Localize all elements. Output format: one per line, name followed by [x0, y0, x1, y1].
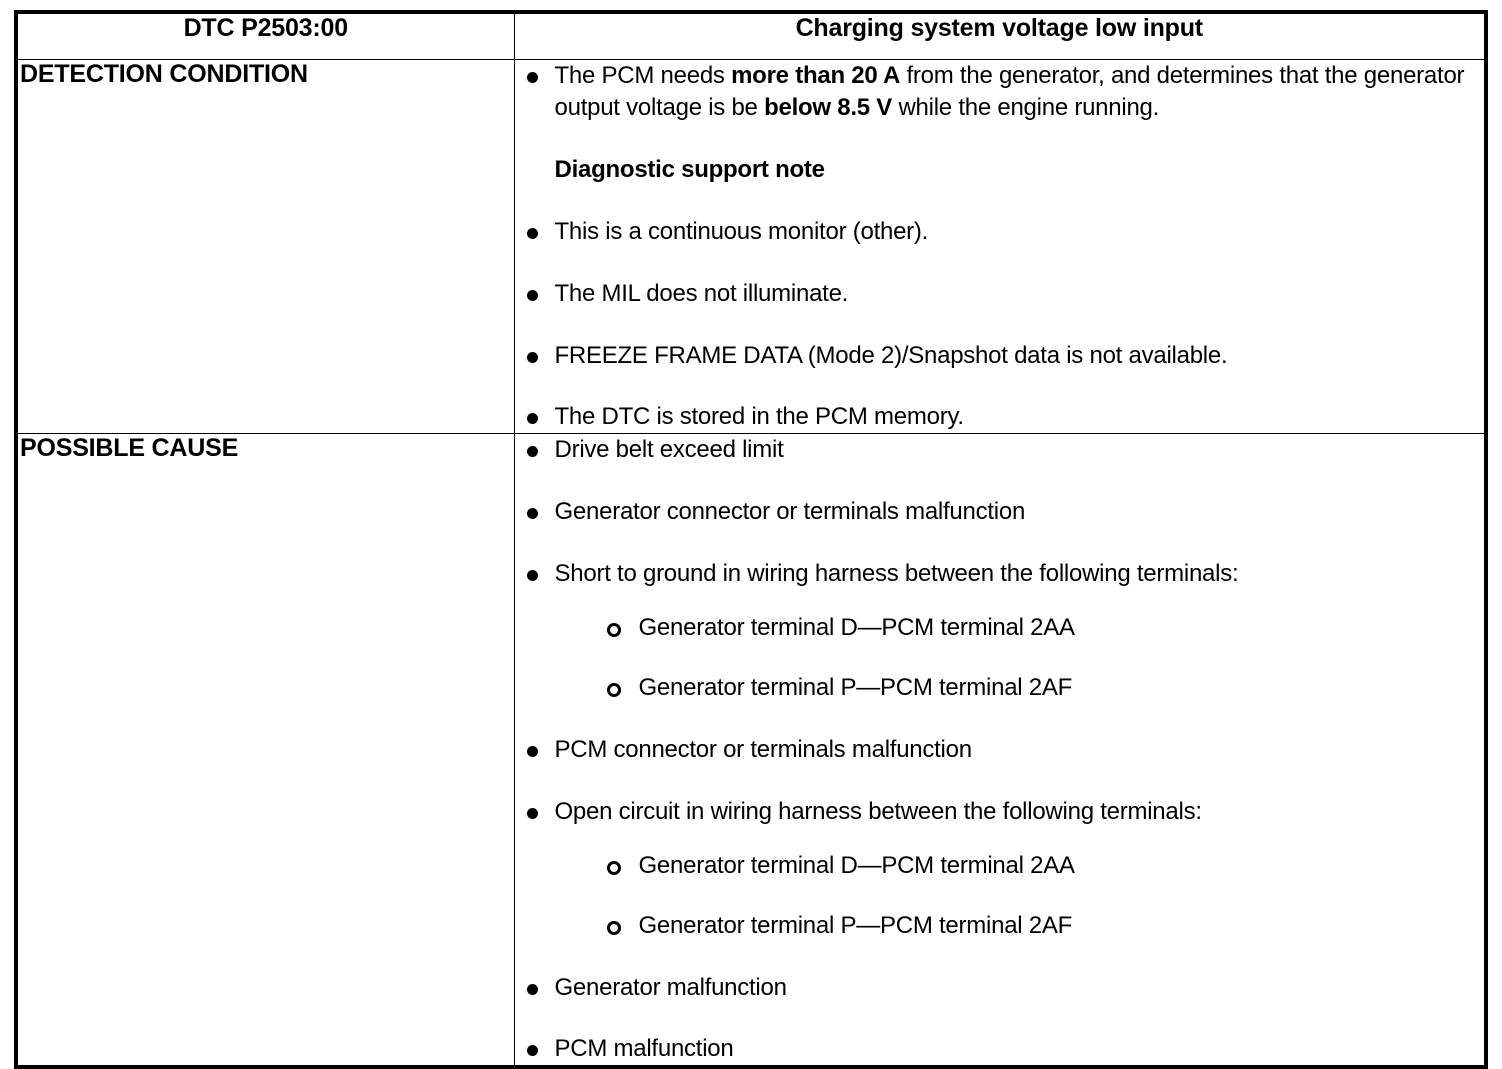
list-item-text: Open circuit in wiring harness between t… — [554, 797, 1203, 825]
list-item: Generator connector or terminals malfunc… — [515, 496, 1485, 528]
list-item: Generator malfunction — [515, 972, 1485, 1004]
dtc-table: DTC P2503:00 Charging system voltage low… — [14, 10, 1488, 1069]
detection-condition-label: DETECTION CONDITION — [20, 60, 308, 88]
row-label-possible-cause: POSSIBLE CAUSE — [15, 433, 515, 1068]
document-page: DTC P2503:00 Charging system voltage low… — [14, 10, 1488, 1069]
table-row-detection-condition: DETECTION CONDITION The PCM needs more t… — [15, 58, 1487, 435]
bullet-text-segment: from the generator, and determines that … — [554, 62, 1465, 121]
dtc-title-header: Charging system voltage low input — [513, 11, 1487, 60]
table-row-possible-cause: POSSIBLE CAUSE Drive belt exceed limit G… — [15, 433, 1487, 1068]
row-label-detection-condition: DETECTION CONDITION — [15, 58, 515, 435]
detection-condition-list: The PCM needs more than 20 A from the ge… — [515, 60, 1485, 433]
list-item: This is a continuous monitor (other). — [515, 216, 1485, 248]
possible-cause-list: Drive belt exceed limit Generator connec… — [515, 434, 1485, 1065]
sub-list-item: Generator terminal D—PCM terminal 2AA — [555, 850, 1485, 882]
list-item: PCM malfunction — [515, 1033, 1485, 1065]
list-item: Drive belt exceed limit — [515, 434, 1485, 466]
sub-list-item: Generator terminal D—PCM terminal 2AA — [555, 612, 1485, 644]
table-header-row: DTC P2503:00 Charging system voltage low… — [15, 11, 1487, 60]
bullet-text-segment-bold: more than 20 A — [731, 62, 901, 89]
sub-list-item: Generator terminal P—PCM terminal 2AF — [555, 672, 1485, 704]
short-to-ground-sublist: Generator terminal D—PCM terminal 2AA Ge… — [555, 612, 1485, 704]
bullet-text-segment: The PCM needs — [554, 62, 732, 89]
list-item: Open circuit in wiring harness between t… — [515, 796, 1485, 942]
list-item: PCM connector or terminals malfunction — [515, 734, 1485, 766]
possible-cause-label: POSSIBLE CAUSE — [20, 434, 239, 463]
list-item: The PCM needs more than 20 A from the ge… — [515, 60, 1485, 124]
detection-condition-content: The PCM needs more than 20 A from the ge… — [513, 58, 1487, 435]
sub-list-item: Generator terminal P—PCM terminal 2AF — [555, 910, 1485, 942]
list-item: FREEZE FRAME DATA (Mode 2)/Snapshot data… — [515, 340, 1485, 372]
bullet-text-segment: while the engine running. — [892, 93, 1160, 121]
open-circuit-sublist: Generator terminal D—PCM terminal 2AA Ge… — [555, 850, 1485, 942]
list-item: The DTC is stored in the PCM memory. — [515, 401, 1485, 433]
possible-cause-content: Drive belt exceed limit Generator connec… — [513, 433, 1487, 1068]
list-item: Short to ground in wiring harness betwee… — [515, 558, 1485, 704]
dtc-code-header: DTC P2503:00 — [15, 11, 515, 60]
diagnostic-support-note-heading: Diagnostic support note — [554, 155, 825, 183]
list-item-text: Short to ground in wiring harness betwee… — [554, 560, 1239, 588]
bullet-text-segment-bold: below 8.5 V — [764, 93, 893, 121]
list-item: The MIL does not illuminate. — [515, 278, 1485, 310]
